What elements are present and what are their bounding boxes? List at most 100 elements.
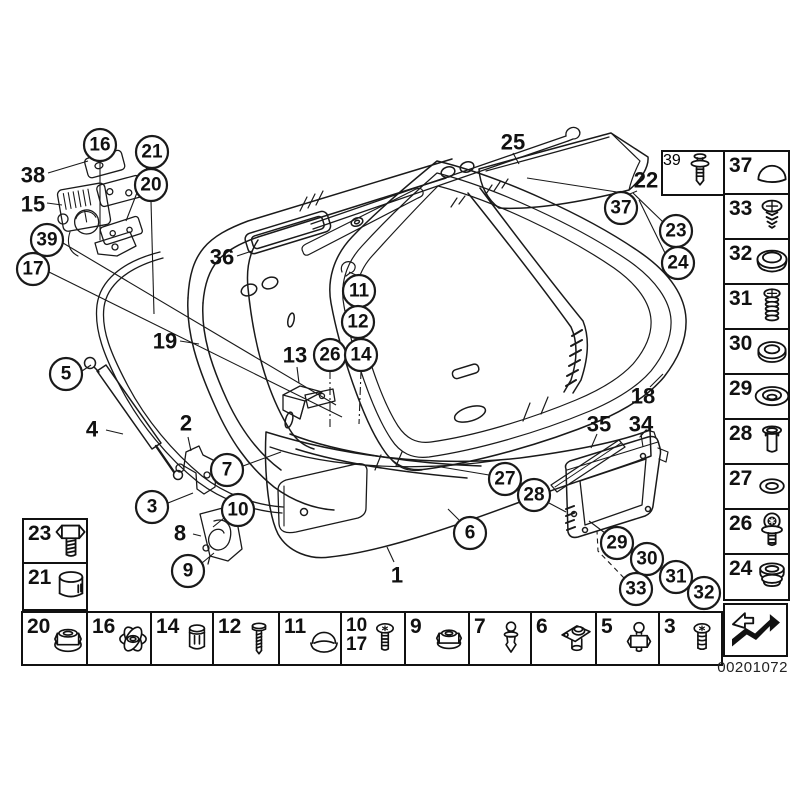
expansion-plug-icon	[179, 621, 216, 657]
callout-3[interactable]: 3	[134, 489, 170, 525]
direction-arrow-box[interactable]	[723, 603, 788, 657]
part-label-4[interactable]: 4	[86, 417, 99, 442]
part-label-35[interactable]: 35	[587, 412, 611, 437]
callout-circle[interactable]	[209, 452, 245, 488]
callout-7[interactable]: 7	[209, 452, 245, 488]
legend-cell-10-17[interactable]: 10 17	[342, 611, 406, 666]
legend-cell-30[interactable]: 30	[723, 330, 790, 375]
callout-31[interactable]: 31	[658, 559, 694, 595]
callout-16[interactable]: 16	[82, 127, 118, 163]
callout-12[interactable]: 12	[340, 304, 376, 340]
callout-21[interactable]: 21	[134, 134, 170, 170]
legend-cell-29[interactable]: 29	[723, 375, 790, 420]
callout-circle[interactable]	[599, 525, 635, 561]
callout-number: 6	[465, 523, 476, 544]
part-label-2[interactable]: 2	[180, 411, 192, 436]
legend-cell-27[interactable]: 27	[723, 465, 790, 510]
callout-9[interactable]: 9	[170, 553, 206, 589]
callout-28[interactable]: 28	[516, 477, 552, 513]
callout-circle[interactable]	[629, 541, 665, 577]
leader-line-18	[649, 373, 664, 388]
callout-circle[interactable]	[487, 461, 523, 497]
part-label-34[interactable]: 34	[629, 412, 654, 437]
legend-cell-20[interactable]: 20	[21, 611, 88, 666]
callout-circle[interactable]	[220, 492, 256, 528]
callout-26[interactable]: 26	[312, 337, 348, 373]
callout-circle[interactable]	[48, 356, 84, 392]
callout-17[interactable]: 17	[15, 251, 51, 287]
callout-circle[interactable]	[170, 553, 206, 589]
callout-33[interactable]: 33	[618, 571, 654, 607]
callout-number: 37	[610, 198, 631, 219]
legend-cell-26[interactable]: 26	[723, 510, 790, 555]
part-label-38[interactable]: 38	[21, 163, 45, 188]
legend-cell-6[interactable]: 6	[532, 611, 597, 666]
tailgate-line-art	[56, 126, 687, 565]
callout-24[interactable]: 24	[660, 245, 696, 281]
legend-cell-24[interactable]: 24	[723, 555, 790, 601]
callout-number: 33	[625, 579, 646, 600]
part-label-36[interactable]: 36	[210, 245, 234, 270]
part-label-18[interactable]: 18	[631, 384, 655, 409]
legend-cell-14[interactable]: 14	[152, 611, 214, 666]
legend-cell-31[interactable]: 31	[723, 285, 790, 330]
legend-cell-3[interactable]: 3	[660, 611, 723, 666]
callout-circle[interactable]	[133, 167, 169, 203]
part-label-1[interactable]: 1	[391, 563, 403, 588]
leader-line-29	[588, 520, 606, 534]
callout-circle[interactable]	[452, 515, 488, 551]
leader-line-9	[201, 552, 215, 564]
callout-10[interactable]: 10	[220, 492, 256, 528]
legend-cell-7[interactable]: 7	[470, 611, 532, 666]
leader-lines	[46, 152, 666, 579]
inner-frame-panel	[187, 158, 482, 511]
part-label-22[interactable]: 22	[634, 168, 658, 193]
legend-cell-33[interactable]: 33	[723, 195, 790, 240]
part-number-label: 27	[729, 467, 753, 490]
legend-cell-39[interactable]: 39	[661, 150, 725, 196]
legend-cell-21[interactable]: 21	[22, 564, 88, 611]
callout-circle[interactable]	[658, 559, 694, 595]
legend-cell-23[interactable]: 23	[22, 518, 88, 564]
part-label-15[interactable]: 15	[21, 192, 45, 217]
callout-6[interactable]: 6	[452, 515, 488, 551]
callout-32[interactable]: 32	[686, 575, 722, 611]
part-label-19[interactable]: 19	[153, 329, 177, 354]
legend-cell-28[interactable]: 28	[723, 420, 790, 465]
callout-circle[interactable]	[686, 575, 722, 611]
legend-cell-37[interactable]: 37	[723, 150, 790, 195]
leader-line-39	[62, 242, 337, 406]
callout-11[interactable]: 11	[341, 273, 377, 309]
callout-circle[interactable]	[603, 190, 639, 226]
callout-circle[interactable]	[618, 571, 654, 607]
callout-37[interactable]: 37	[603, 190, 639, 226]
part-label-25[interactable]: 25	[501, 130, 525, 155]
callout-5[interactable]: 5	[48, 356, 84, 392]
legend-cell-12[interactable]: 12	[214, 611, 280, 666]
callout-circle[interactable]	[660, 245, 696, 281]
callout-29[interactable]: 29	[599, 525, 635, 561]
leader-line-27	[440, 466, 490, 476]
callout-circle[interactable]	[29, 222, 65, 258]
legend-cell-9[interactable]: 9	[406, 611, 470, 666]
callout-30[interactable]: 30	[629, 541, 665, 577]
callout-23[interactable]: 23	[658, 213, 694, 249]
dished-washer-icon	[752, 377, 793, 417]
callout-27[interactable]: 27	[487, 461, 523, 497]
callout-circle[interactable]	[15, 251, 51, 287]
callout-circle[interactable]	[134, 489, 170, 525]
legend-cell-16[interactable]: 16	[88, 611, 152, 666]
callout-circle[interactable]	[343, 337, 379, 373]
callout-circle[interactable]	[516, 477, 552, 513]
legend-cell-11[interactable]: 11	[280, 611, 342, 666]
part-label-13[interactable]: 13	[283, 343, 307, 368]
legend-cell-5[interactable]: 5	[597, 611, 660, 666]
callout-circle[interactable]	[340, 304, 376, 340]
callout-20[interactable]: 20	[133, 167, 169, 203]
part-label-8[interactable]: 8	[174, 521, 186, 546]
legend-cell-32[interactable]: 32	[723, 240, 790, 285]
callout-circle[interactable]	[82, 127, 118, 163]
callout-39[interactable]: 39	[29, 222, 65, 258]
callout-14[interactable]: 14	[343, 337, 379, 373]
leader-line-5	[81, 364, 92, 372]
